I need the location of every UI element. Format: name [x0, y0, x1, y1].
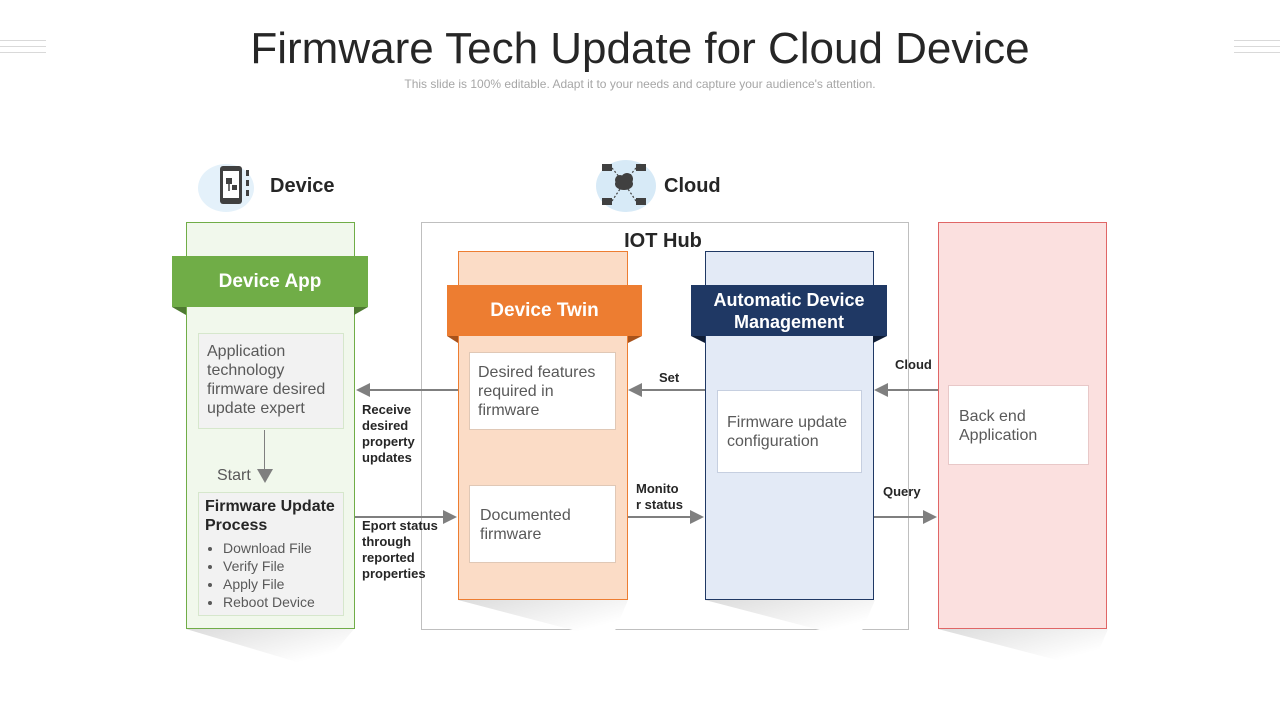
documented-firmware-box: Documented firmware	[469, 485, 616, 563]
column-shadow	[186, 629, 354, 669]
column-shadow	[938, 629, 1108, 669]
iot-hub-label: IOT Hub	[600, 230, 726, 253]
arrow-line	[642, 389, 705, 391]
monitor-status-label: Monito r status	[636, 481, 683, 512]
arrow-left-icon	[874, 383, 888, 397]
flow-line	[264, 430, 265, 470]
backend-application-box: Back end Application	[948, 385, 1089, 465]
firmware-config-box: Firmware update configuration	[717, 390, 862, 473]
arrow-right-icon	[443, 510, 457, 524]
arrow-line	[355, 516, 444, 518]
set-label: Set	[659, 370, 680, 385]
device-twin-ribbon: Device Twin	[447, 285, 642, 336]
ribbon-fold	[172, 307, 186, 315]
arrow-right-icon	[690, 510, 704, 524]
list-item: Reboot Device	[223, 593, 337, 611]
report-status-label: Eport status through reported properties	[362, 518, 438, 581]
arrow-down-icon	[257, 469, 273, 483]
mobile-device-icon	[196, 158, 260, 214]
ribbon-fold	[447, 336, 458, 343]
desired-features-box: Desired features required in firmware	[469, 352, 616, 430]
app-technology-box: Application technology firmware desired …	[198, 333, 344, 429]
arrow-line	[874, 516, 924, 518]
decor-line	[1234, 52, 1280, 53]
decor-line	[0, 40, 46, 41]
firmware-process-title: Firmware Update Process	[205, 498, 335, 534]
ribbon-fold	[354, 307, 368, 315]
process-steps: Download File Verify File Apply File Reb…	[205, 539, 337, 611]
arrow-line	[628, 516, 691, 518]
ribbon-fold	[873, 336, 887, 343]
adm-ribbon: Automatic Device Management	[691, 285, 887, 336]
start-label: Start	[217, 467, 251, 484]
arrow-right-icon	[923, 510, 937, 524]
device-app-ribbon: Device App	[172, 256, 368, 307]
iot-hub-frame	[421, 222, 909, 630]
decor-line	[0, 46, 46, 47]
firmware-process-box: Firmware Update Process Download File Ve…	[198, 492, 344, 616]
query-label: Query	[883, 484, 921, 499]
receive-updates-label: Receive desired property updates	[362, 402, 415, 465]
arrow-left-icon	[356, 383, 370, 397]
list-item: Apply File	[223, 575, 337, 593]
list-item: Verify File	[223, 557, 337, 575]
decor-line	[0, 52, 46, 53]
section-label-cloud: Cloud	[664, 175, 721, 197]
arrow-line	[888, 389, 938, 391]
page-title: Firmware Tech Update for Cloud Device	[250, 24, 1030, 73]
cloud-network-icon	[590, 156, 658, 214]
section-label-device: Device	[270, 175, 335, 197]
arrow-line	[370, 389, 458, 391]
page-subtitle: This slide is 100% editable. Adapt it to…	[404, 77, 876, 91]
ribbon-fold	[691, 336, 705, 343]
decor-line	[1234, 46, 1280, 47]
cloud-label: Cloud	[895, 357, 932, 372]
arrow-left-icon	[628, 383, 642, 397]
list-item: Download File	[223, 539, 337, 557]
ribbon-fold	[628, 336, 642, 343]
decor-line	[1234, 40, 1280, 41]
